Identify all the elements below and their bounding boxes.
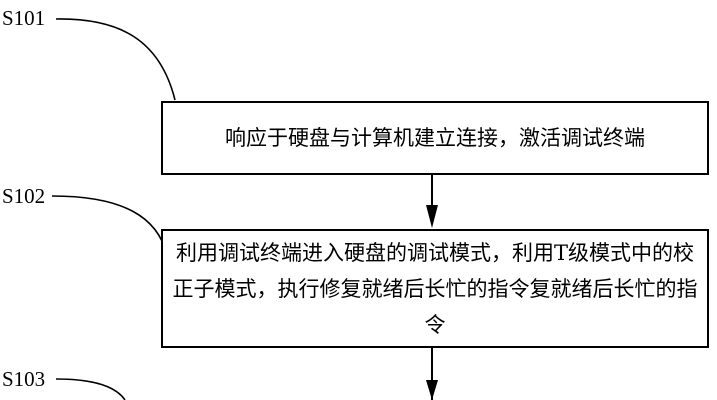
- leader-line-s102: [51, 195, 169, 261]
- step-text-s102: 利用调试终端进入硬盘的调试模式，利用T级模式中的校正子模式，执行修复就绪后长忙的…: [172, 240, 698, 337]
- step-label-s101: S101: [2, 6, 46, 30]
- step-box-s101: 响应于硬盘与计算机建立连接，激活调试终端: [161, 101, 709, 175]
- leader-line-s101: [55, 18, 176, 101]
- step-box-s102: 利用调试终端进入硬盘的调试模式，利用T级模式中的校正子模式，执行修复就绪后长忙的…: [161, 229, 709, 348]
- step-label-s103: S103: [2, 367, 46, 391]
- step-text-s101: 响应于硬盘与计算机建立连接，激活调试终端: [225, 126, 645, 150]
- leader-line-s103: [55, 378, 126, 400]
- step-label-s102: S102: [2, 184, 46, 208]
- arrow-2-head: [426, 380, 438, 400]
- arrow-1-head: [426, 205, 438, 228]
